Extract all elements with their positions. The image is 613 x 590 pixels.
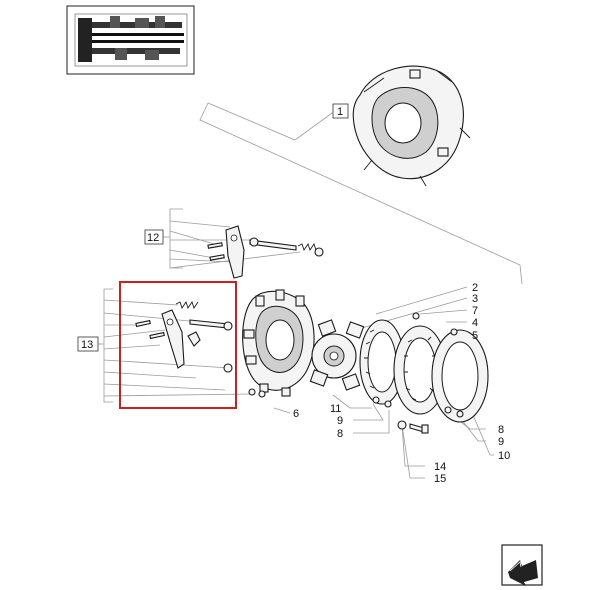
next-page-arrow-icon[interactable] — [501, 544, 543, 586]
callout-15: 15 — [434, 473, 446, 485]
callout-8-right: 8 — [498, 424, 504, 436]
callout-8-left: 8 — [337, 428, 343, 440]
callout-3: 3 — [472, 293, 478, 305]
callout-1: 1 — [337, 106, 343, 118]
clutch-cover-assembly — [352, 65, 471, 187]
bolt-14-15 — [397, 420, 429, 434]
callout-9-left: 9 — [337, 415, 343, 427]
callout-4: 4 — [472, 317, 478, 329]
callout-14: 14 — [434, 461, 446, 473]
release-lever-group-13 — [135, 300, 233, 373]
callout-9-right: 9 — [498, 436, 504, 448]
callout-2: 2 — [472, 282, 478, 294]
callout-labels: 1 12 13 2 3 7 4 5 6 11 9 8 8 9 10 14 15 — [77, 103, 510, 485]
pressure-plate-5 — [431, 328, 489, 423]
callout-7: 7 — [472, 305, 478, 317]
steel-plate-4 — [393, 312, 447, 415]
thumbnail-overview-icon[interactable] — [66, 5, 195, 75]
callout-11: 11 — [330, 403, 341, 415]
callout-13: 13 — [81, 339, 93, 351]
clutch-housing-6 — [242, 289, 315, 398]
callout-6: 6 — [293, 408, 299, 420]
release-lever-group-12 — [207, 225, 324, 279]
highlight-box[interactable] — [119, 281, 237, 409]
callout-12: 12 — [147, 232, 159, 244]
clutch-hub-11 — [309, 319, 365, 391]
callout-10: 10 — [498, 450, 510, 462]
callout-5: 5 — [472, 330, 478, 342]
